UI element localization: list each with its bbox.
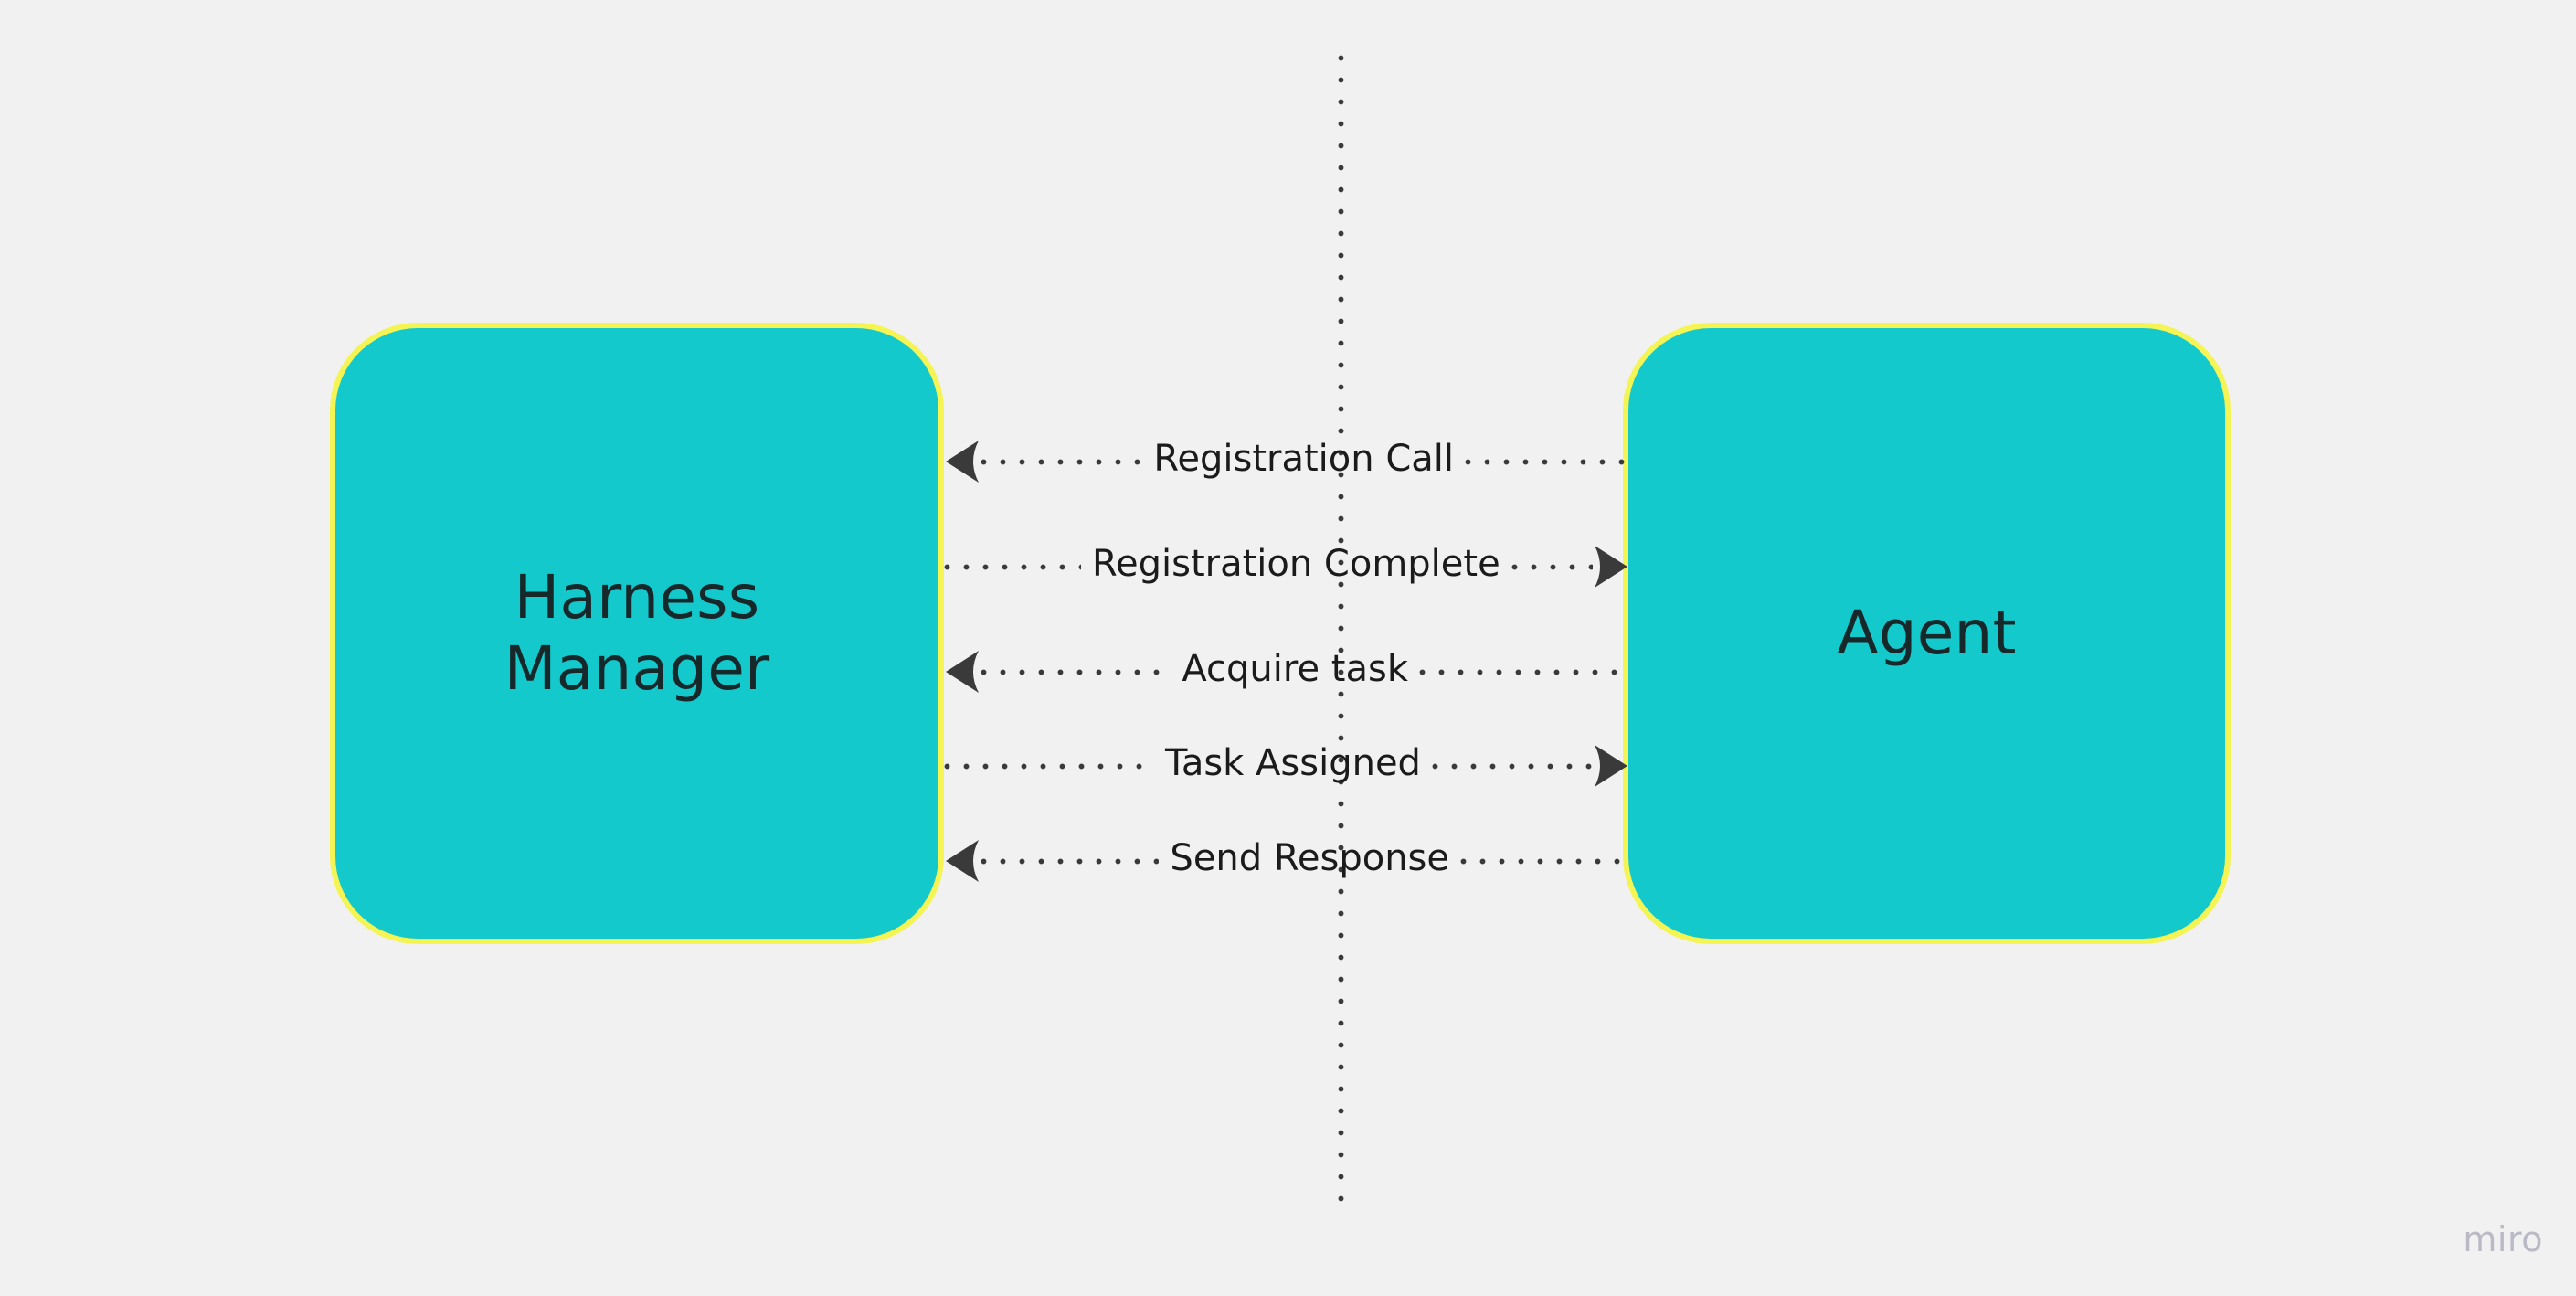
- message-task-assigned-label: Task Assigned: [1165, 742, 1421, 784]
- dotted-connector-right: [1460, 857, 1629, 865]
- arrow-left-icon: [944, 439, 981, 484]
- message-registration-complete-label: Registration Complete: [1092, 543, 1500, 585]
- node-harness-manager[interactable]: Harness Manager: [330, 323, 944, 944]
- dotted-connector-left: [981, 668, 1171, 675]
- message-registration-call-label: Registration Call: [1153, 438, 1454, 480]
- miro-watermark: miro: [2463, 1219, 2543, 1259]
- arrow-right-icon: [1593, 544, 1629, 590]
- arrow-left-icon: [944, 838, 981, 884]
- node-agent-label: Agent: [1837, 598, 2017, 669]
- dotted-connector-right: [1511, 563, 1593, 570]
- node-agent[interactable]: Agent: [1623, 323, 2231, 944]
- dotted-connector-left: [944, 563, 1081, 570]
- arrow-left-icon: [944, 649, 981, 695]
- dotted-connector-left: [981, 458, 1143, 465]
- message-send-response-label: Send Response: [1170, 837, 1449, 879]
- node-harness-manager-label: Harness Manager: [504, 562, 770, 704]
- dotted-connector-left: [981, 857, 1160, 865]
- arrow-right-icon: [1593, 743, 1629, 789]
- dotted-connector-right: [1431, 762, 1593, 770]
- dotted-connector-left: [944, 762, 1154, 770]
- message-acquire-task-label: Acquire task: [1182, 648, 1408, 690]
- vertical-dotted-divider: [1338, 55, 1344, 1202]
- dotted-connector-right: [1465, 458, 1629, 465]
- dotted-connector-right: [1419, 668, 1629, 675]
